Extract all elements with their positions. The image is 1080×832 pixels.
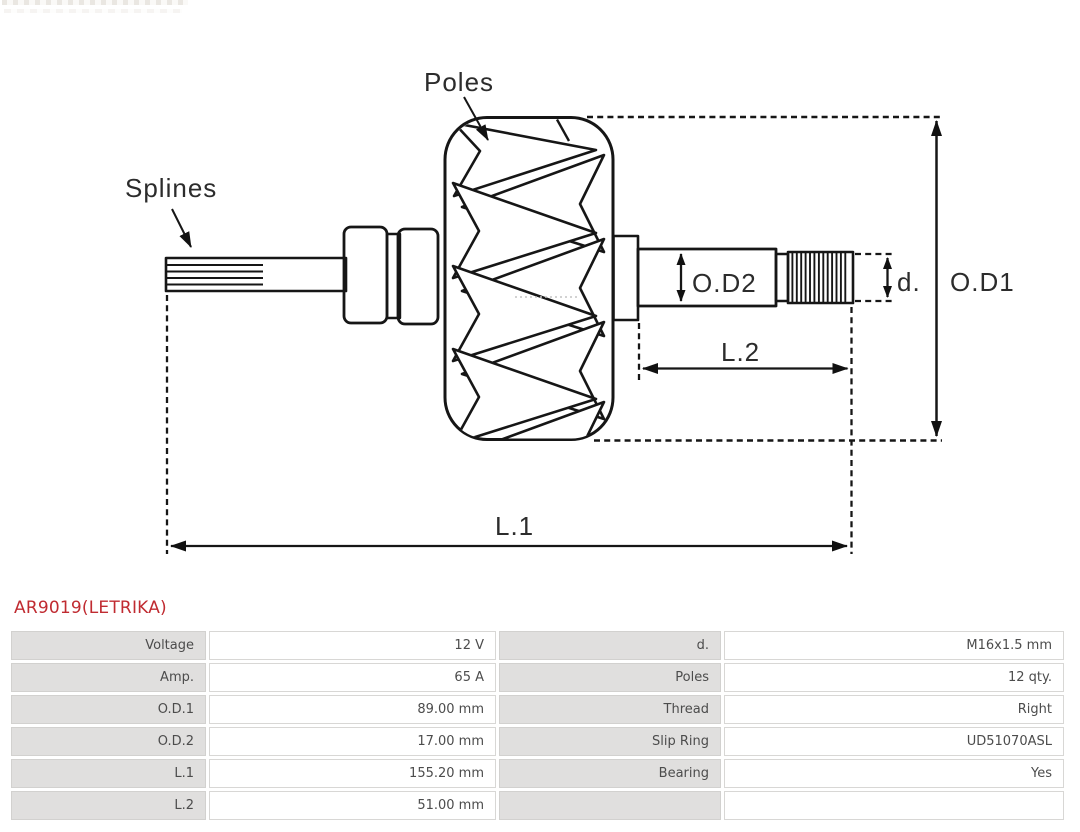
spec-value-cell: Right: [724, 695, 1064, 724]
spec-value-cell: UD51070ASL: [724, 727, 1064, 756]
spec-value-cell: 89.00 mm: [209, 695, 496, 724]
shaft-collars: [342, 225, 440, 326]
splined-shaft: [164, 256, 348, 293]
claw-poles: [451, 121, 606, 439]
thread-hatching: [791, 253, 847, 302]
splines-leader-arrow: [171, 208, 192, 248]
partial-logo-strip-row2: [4, 9, 182, 13]
spec-row: O.D.2 17.00 mm Slip Ring UD51070ASL: [11, 727, 1064, 756]
spec-label-cell: Slip Ring: [499, 727, 721, 756]
poles-leader-arrow: [463, 96, 489, 141]
spec-label-cell: Amp.: [11, 663, 206, 692]
spec-row: L.1 155.20 mm Bearing Yes: [11, 759, 1064, 788]
part-number-heading: AR9019(LETRIKA): [14, 598, 167, 618]
spec-value-cell: 155.20 mm: [209, 759, 496, 788]
diagram-label-poles: Poles: [424, 67, 494, 97]
spec-value-cell: 65 A: [209, 663, 496, 692]
spec-value-cell: M16x1.5 mm: [724, 631, 1064, 660]
spec-label-cell: O.D.1: [11, 695, 206, 724]
dimension-l1: [165, 295, 848, 554]
rotor-diagram-svg: Poles Splines O.D2 d. O.D1 L.2 L.1: [125, 67, 1015, 554]
spec-row: Voltage 12 V d. M16x1.5 mm: [11, 631, 1064, 660]
spec-value-cell: 51.00 mm: [209, 791, 496, 820]
spec-label-cell: L.2: [11, 791, 206, 820]
spec-table: Voltage 12 V d. M16x1.5 mm Amp. 65 A Pol…: [8, 628, 1067, 823]
rotor-body: [443, 116, 615, 441]
diagram-label-l2: L.2: [721, 337, 760, 367]
spec-row: Amp. 65 A Poles 12 qty.: [11, 663, 1064, 692]
diagram-label-od1: O.D1: [950, 267, 1015, 297]
spec-value-cell: 17.00 mm: [209, 727, 496, 756]
spec-label-cell: O.D.2: [11, 727, 206, 756]
diagram-label-l1: L.1: [495, 511, 534, 541]
spec-label-cell: Voltage: [11, 631, 206, 660]
spec-label-cell: Poles: [499, 663, 721, 692]
rotor-technical-diagram: Poles Splines O.D2 d. O.D1 L.2 L.1: [125, 67, 1015, 554]
dimension-l2: [637, 307, 853, 554]
spec-row: L.2 51.00 mm: [11, 791, 1064, 820]
spec-label-cell: [499, 791, 721, 820]
diagram-label-d: d.: [897, 267, 921, 297]
diagram-label-od2: O.D2: [692, 268, 757, 298]
spec-label-cell: Bearing: [499, 759, 721, 788]
partial-logo-strip: [2, 0, 188, 5]
spec-label-cell: Thread: [499, 695, 721, 724]
dimension-od1: [587, 115, 942, 442]
spec-value-cell: 12 V: [209, 631, 496, 660]
spec-value-cell: [724, 791, 1064, 820]
spec-value-cell: Yes: [724, 759, 1064, 788]
spec-label-cell: d.: [499, 631, 721, 660]
dimension-d: [855, 252, 893, 303]
spec-value-cell: 12 qty.: [724, 663, 1064, 692]
slip-ring-end: [612, 234, 855, 322]
diagram-label-splines: Splines: [125, 173, 217, 203]
spec-label-cell: L.1: [11, 759, 206, 788]
spec-row: O.D.1 89.00 mm Thread Right: [11, 695, 1064, 724]
